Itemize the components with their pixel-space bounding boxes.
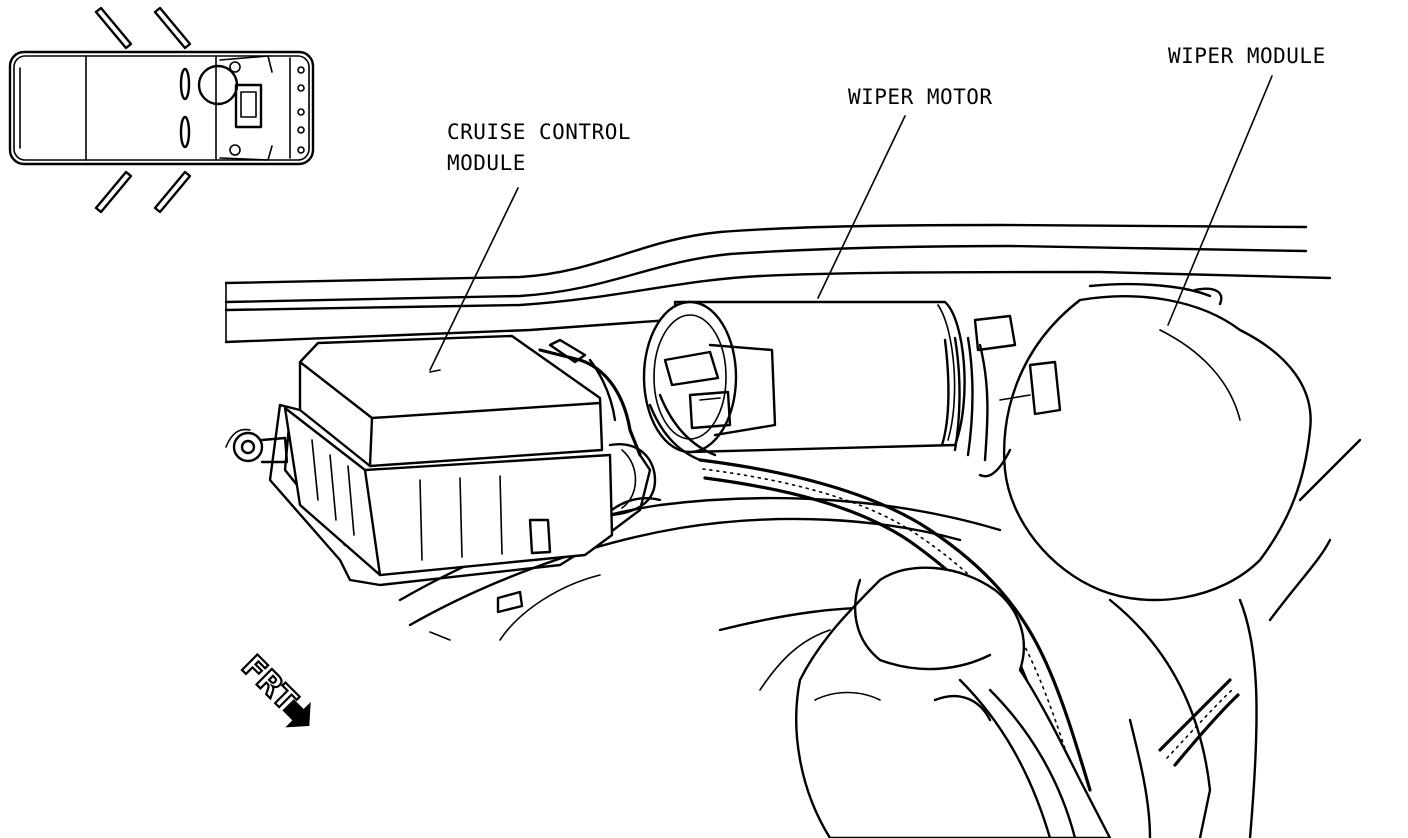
wiper-motor-leader xyxy=(817,115,906,299)
technician-hand xyxy=(795,438,1362,838)
wiper-module-label: WIPER MODULE xyxy=(1168,44,1326,68)
cruise-control-label: CRUISE CONTROL xyxy=(447,120,631,144)
cruise-control-leader xyxy=(429,187,519,371)
wiper-module xyxy=(940,295,1312,602)
wiper-motor-label: WIPER MOTOR xyxy=(848,85,993,109)
cruise-control-label-line2: MODULE xyxy=(447,151,526,175)
cruise-control-module xyxy=(225,334,657,587)
vehicle-top-view-icon xyxy=(8,6,315,214)
front-arrow-icon xyxy=(282,699,311,728)
front-direction-indicator: FRT xyxy=(233,648,311,728)
cowl-frame-rails xyxy=(224,223,1332,344)
wiper-module-leader xyxy=(1167,75,1273,326)
callout-leaders xyxy=(429,75,1273,371)
wiper-motor xyxy=(642,300,966,462)
